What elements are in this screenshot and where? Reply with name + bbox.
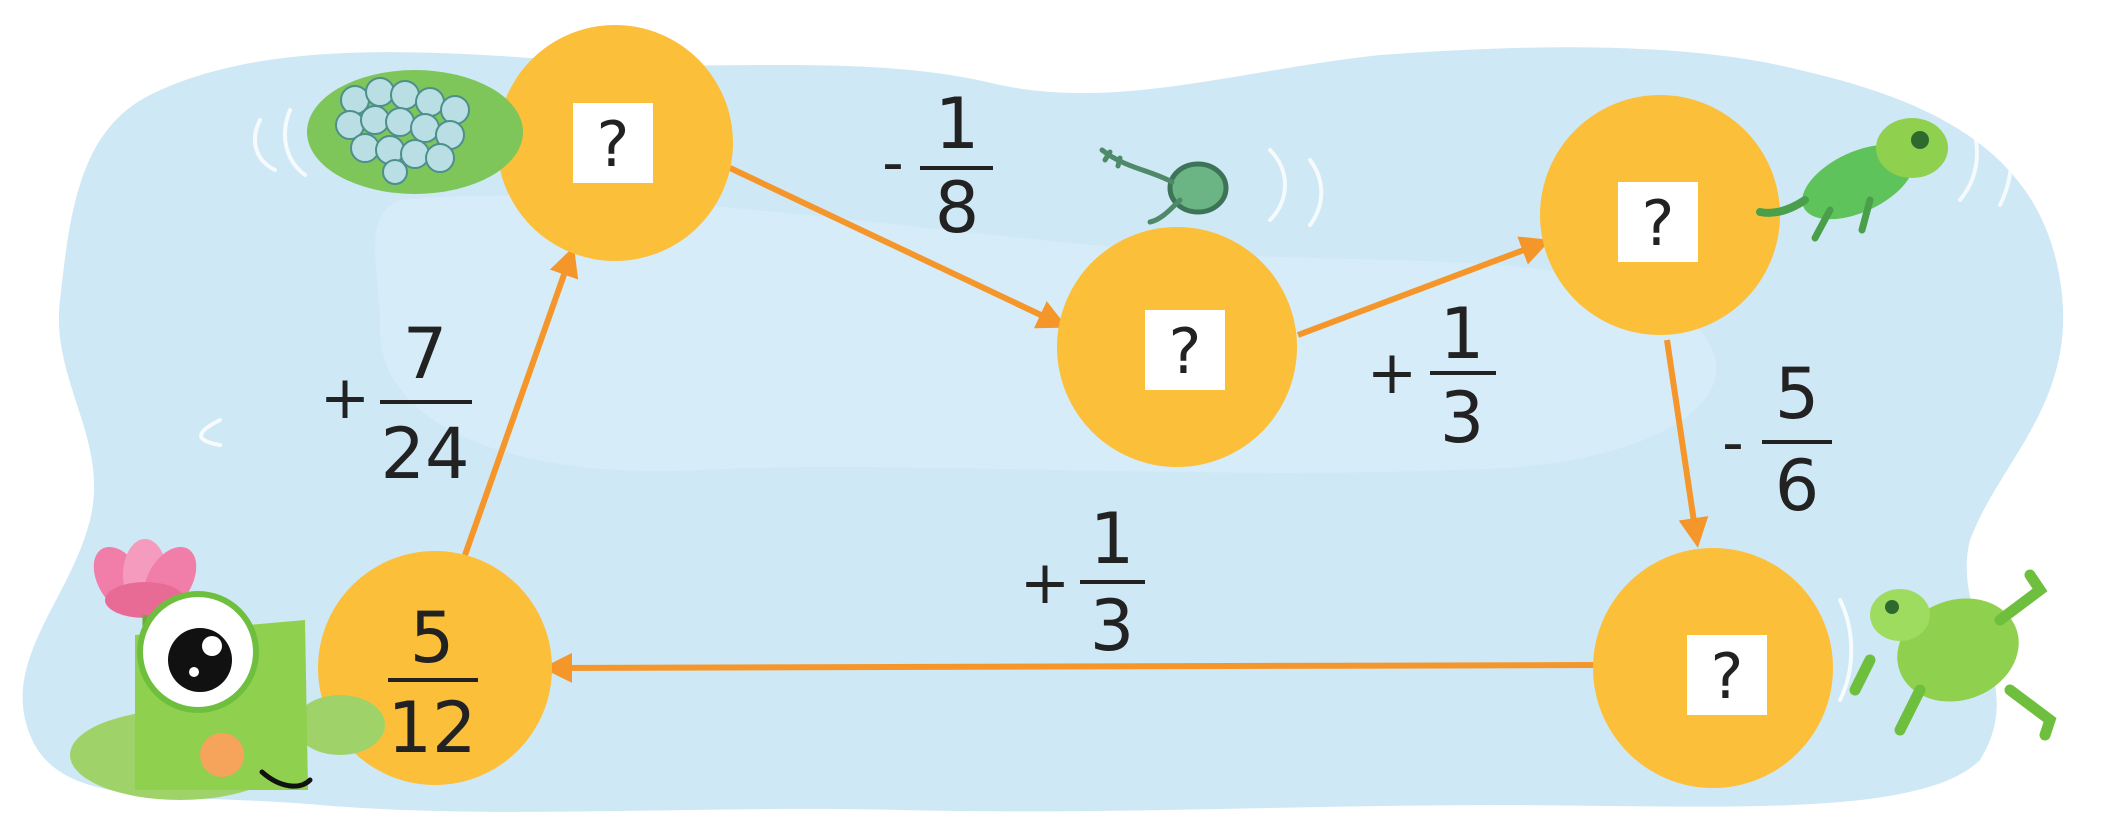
frog-eggs-icon	[307, 70, 523, 194]
arrow-n4-to-start	[542, 652, 1598, 683]
edge-e4-denominator: 6	[1775, 445, 1820, 527]
edge-e5-numerator: 1	[1090, 498, 1135, 580]
answer-box-4-label: ?	[1711, 640, 1744, 713]
edge-label-e4: - 5 6	[1722, 353, 1832, 527]
answer-box-1[interactable]	[573, 103, 653, 183]
node-1: ?	[497, 25, 733, 261]
young-frog-icon	[1756, 118, 1948, 242]
answer-box-3[interactable]	[1618, 182, 1698, 262]
edge-e5-denominator: 3	[1090, 585, 1135, 667]
edge-e2-operator: -	[882, 128, 904, 198]
edge-label-e3: + 1 3	[1367, 293, 1496, 459]
arrow-n1-to-n2	[728, 165, 1068, 329]
answer-box-2-label: ?	[1169, 315, 1202, 388]
edge-e5-operator: +	[1020, 548, 1070, 618]
edge-label-e1: + 7 24	[320, 313, 472, 495]
node-start-denominator: 12	[387, 687, 476, 769]
answer-box-1-label: ?	[597, 108, 630, 181]
arrow-start-to-n1	[462, 246, 579, 556]
edge-e3-operator: +	[1367, 338, 1417, 408]
edge-e1-numerator: 7	[403, 313, 448, 395]
answer-box-2[interactable]	[1145, 310, 1225, 390]
node-3: ?	[1540, 95, 1780, 335]
node-4: ?	[1593, 548, 1833, 788]
node-2: ?	[1057, 227, 1297, 467]
edge-e3-numerator: 1	[1440, 293, 1485, 375]
water-ripples	[199, 98, 2044, 702]
answer-box-3-label: ?	[1642, 187, 1675, 260]
frog-mascot-icon	[70, 591, 385, 800]
tadpole-icon	[1099, 147, 1229, 225]
edge-e2-denominator: 8	[935, 167, 980, 249]
edge-e4-operator: -	[1722, 408, 1744, 478]
arrow-n2-to-n3	[1296, 236, 1551, 338]
edge-e4-numerator: 5	[1775, 353, 1820, 435]
edge-e1-operator: +	[320, 363, 370, 433]
pond-water-highlight	[375, 195, 1717, 473]
arrow-n3-to-n4	[1664, 339, 1709, 548]
edge-e2-numerator: 1	[935, 83, 980, 165]
edge-label-e2: - 1 8	[882, 83, 993, 249]
answer-box-4[interactable]	[1687, 635, 1767, 715]
edge-e1-denominator: 24	[380, 413, 469, 495]
edge-label-e5: + 1 3	[1020, 498, 1145, 667]
node-start-numerator: 5	[410, 597, 455, 679]
arrows	[462, 165, 1709, 683]
edge-e3-denominator: 3	[1440, 377, 1485, 459]
adult-frog-icon	[1849, 569, 2057, 741]
